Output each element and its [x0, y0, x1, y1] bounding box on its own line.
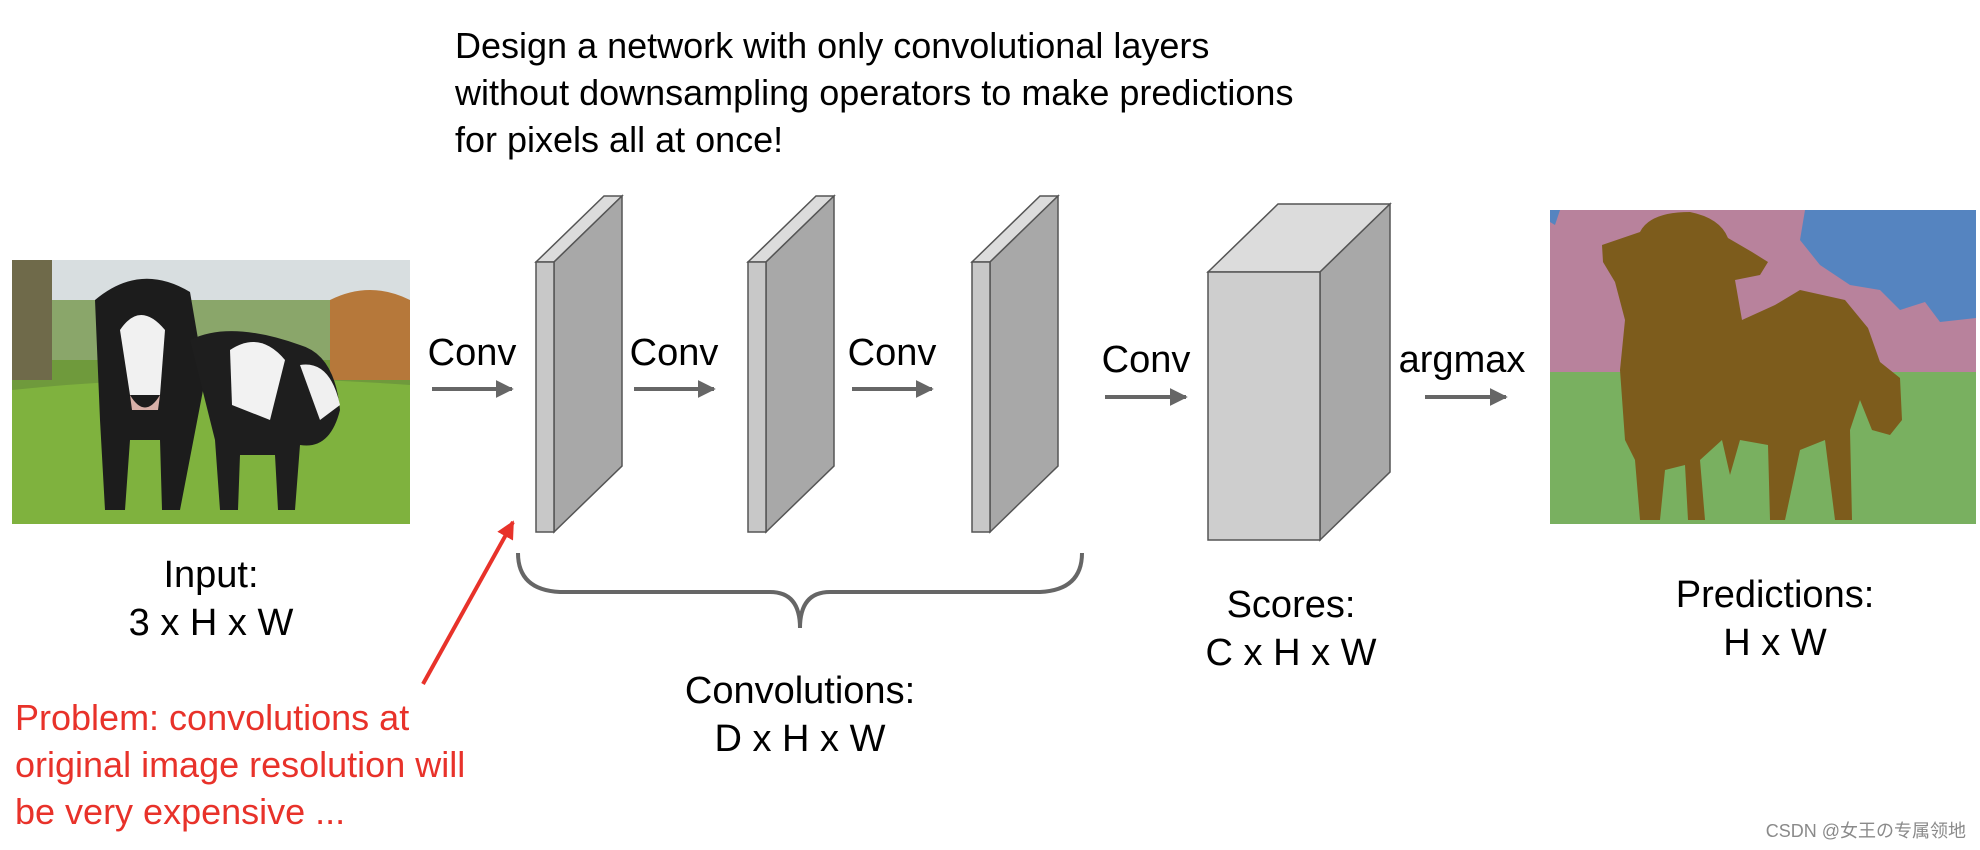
- convolutions-title: Convolutions:: [684, 670, 916, 712]
- problem-line-1: Problem: convolutions at: [15, 697, 410, 738]
- scores-block: [1206, 202, 1392, 542]
- problem-line-2: original image resolution will: [15, 744, 466, 785]
- heading-text: Design a network with only convolutional…: [455, 22, 1293, 163]
- predictions-title: Predictions:: [1675, 574, 1875, 616]
- arrow-label-conv-4: Conv: [1101, 339, 1191, 381]
- arrow-label-conv-1: Conv: [427, 332, 517, 374]
- predictions-dims: H x W: [1723, 621, 1827, 664]
- input-cow-image: [12, 260, 410, 524]
- arrow-label-conv-3: Conv: [847, 332, 937, 374]
- prediction-segmentation-map: [1550, 210, 1976, 524]
- arrow-label-argmax: argmax: [1398, 339, 1526, 381]
- scores-caption: Scores: C x H x W: [1206, 582, 1377, 677]
- arrow-label-conv-2: Conv: [629, 332, 719, 374]
- scores-dims: C x H x W: [1205, 631, 1377, 674]
- conv-layer-2: [746, 194, 836, 534]
- input-dims: 3 x H x W: [128, 601, 294, 644]
- input-title: Input:: [163, 554, 259, 596]
- problem-arrow: [421, 520, 515, 685]
- predictions-caption: Predictions: H x W: [1676, 572, 1875, 667]
- scores-title: Scores:: [1226, 584, 1356, 626]
- heading-line-3: for pixels all at once!: [455, 119, 784, 160]
- convolutions-dims: D x H x W: [714, 717, 886, 760]
- heading-line-1: Design a network with only convolutional…: [455, 25, 1210, 66]
- conv-layer-1: [534, 194, 624, 534]
- problem-note: Problem: convolutions at original image …: [15, 694, 465, 835]
- input-caption: Input: 3 x H x W: [129, 552, 294, 647]
- problem-line-3: be very expensive ...: [15, 791, 346, 832]
- convolutions-caption: Convolutions: D x H x W: [685, 668, 915, 763]
- conv-layer-3: [970, 194, 1060, 534]
- convolutions-brace: [516, 552, 1084, 629]
- heading-line-2: without downsampling operators to make p…: [455, 72, 1294, 113]
- watermark: CSDN @女王の专属领地: [1765, 820, 1966, 841]
